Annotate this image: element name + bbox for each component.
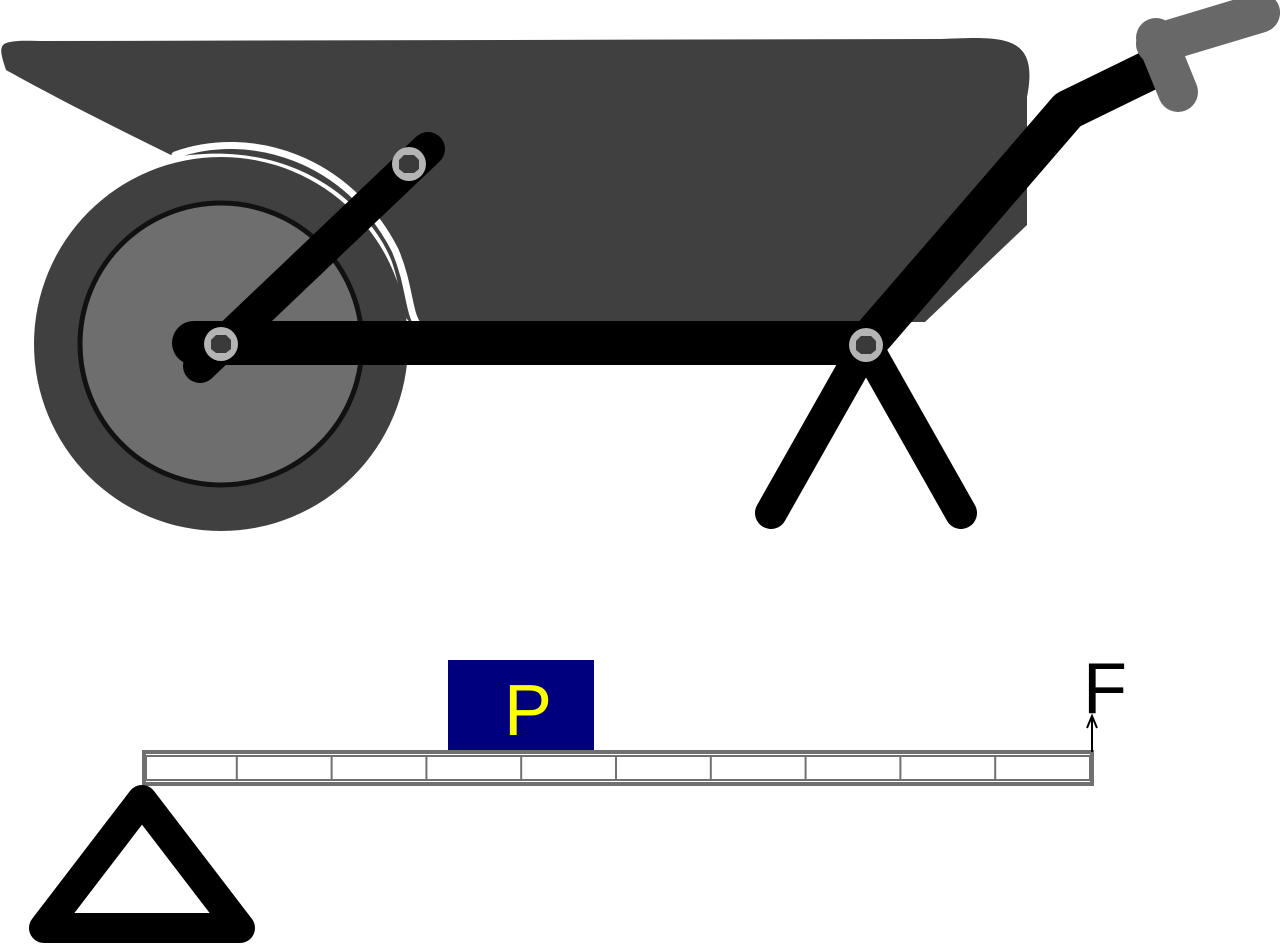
beam-segment-dividers bbox=[235, 756, 997, 780]
handle-grip bbox=[1136, 0, 1280, 112]
wheelbarrow-tray bbox=[1, 38, 1030, 323]
load-label: P bbox=[504, 671, 552, 751]
rear-leg-left bbox=[755, 329, 882, 529]
lever-beam-inner bbox=[145, 755, 1091, 781]
bolt-strut bbox=[392, 147, 426, 181]
force-arrow bbox=[1086, 713, 1098, 752]
fulcrum bbox=[29, 785, 255, 943]
lever-beam bbox=[142, 750, 1094, 786]
wheelbarrow bbox=[1, 0, 1280, 531]
bolt-hub bbox=[204, 327, 238, 361]
rear-leg-right bbox=[850, 329, 977, 529]
bolt-frame-joint bbox=[849, 328, 883, 362]
handle-arm bbox=[850, 52, 1159, 358]
load-block bbox=[448, 660, 594, 752]
lever-schematic: P F bbox=[29, 649, 1127, 943]
force-label: F bbox=[1083, 649, 1127, 729]
